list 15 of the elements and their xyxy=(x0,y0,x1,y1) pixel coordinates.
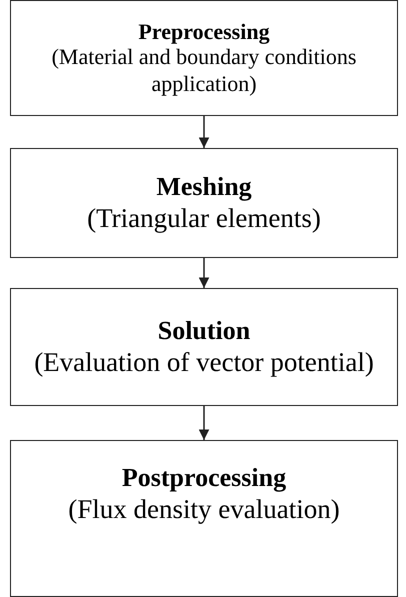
arrow xyxy=(198,116,210,148)
process-box xyxy=(10,0,398,116)
step-description: (Material and boundary conditions application) xyxy=(50,44,358,98)
step-title: Postprocessing xyxy=(122,463,286,494)
step-description: (Triangular elements) xyxy=(87,202,321,234)
process-box xyxy=(10,288,398,406)
arrow xyxy=(198,406,210,440)
process-box xyxy=(10,148,398,258)
step-description: (Evaluation of vector potential) xyxy=(34,346,374,378)
process-box xyxy=(10,440,398,597)
step-description: (Flux density evaluation) xyxy=(68,493,340,526)
step-title: Preprocessing xyxy=(138,18,270,44)
step-title: Meshing xyxy=(156,172,252,202)
arrow xyxy=(198,258,210,288)
step-title: Solution xyxy=(158,316,250,346)
